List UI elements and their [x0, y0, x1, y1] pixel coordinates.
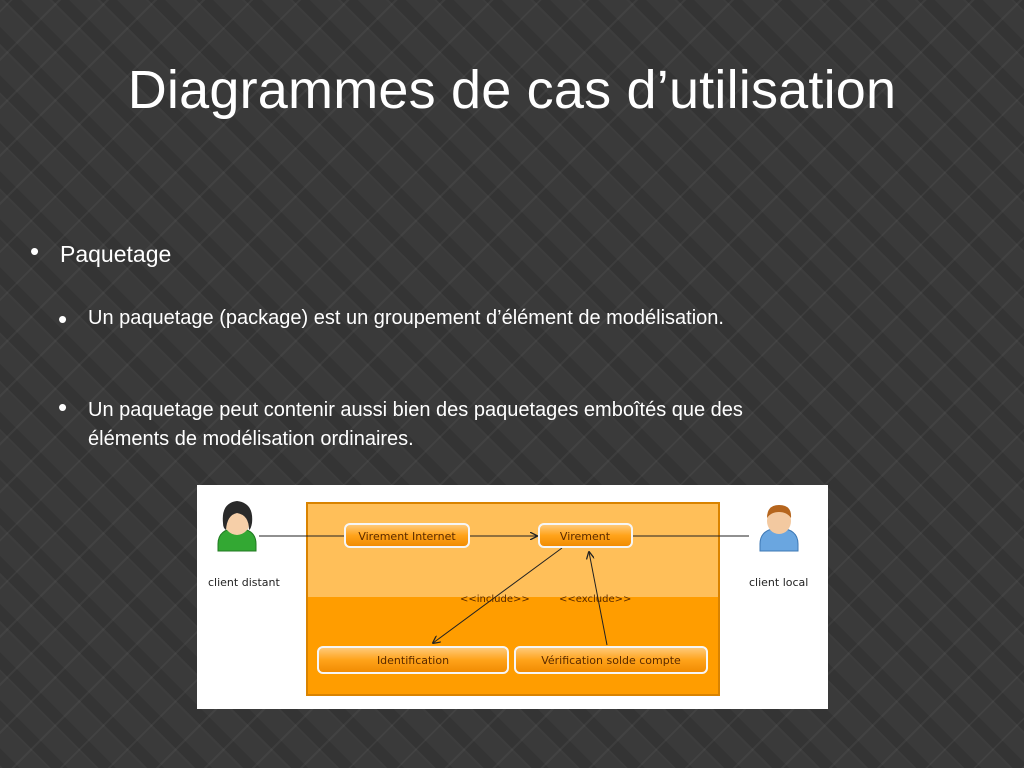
use-case-label: Vérification solde compte [541, 654, 681, 667]
actor-client-distant: client distant [208, 501, 281, 589]
include-arrow [433, 547, 563, 643]
use-case-diagram: client distant client local <<include>> … [197, 485, 828, 709]
actor-client-local: client local [749, 505, 808, 589]
use-case-label: Virement [560, 530, 611, 543]
sub-bullet-nesting: Un paquetage peut contenir aussi bien de… [88, 399, 743, 450]
use-case-identification: Identification [317, 646, 509, 674]
bullet-paquetage: Paquetage [60, 241, 172, 267]
include-label: <<include>> [460, 594, 530, 605]
actor-label-client-local: client local [749, 576, 808, 589]
use-case-virement-internet: Virement Internet [344, 523, 470, 548]
sub-bullet-definition: Un paquetage (package) est un groupement… [88, 307, 724, 329]
person-male-icon [759, 505, 799, 552]
sub-bullet-dot: • [58, 304, 68, 334]
sub-bullet-dot: • [58, 392, 68, 422]
bullet-dot: • [30, 236, 40, 266]
use-case-verification: Vérification solde compte [514, 646, 708, 674]
slide-title: Diagrammes de cas d’utilisation [127, 60, 897, 120]
person-female-icon [217, 501, 257, 552]
actor-label-client-distant: client distant [208, 576, 281, 589]
exclude-arrow [589, 552, 608, 646]
use-case-label: Virement Internet [358, 530, 456, 543]
use-case-diagram-svg: client distant client local <<include>> … [208, 501, 808, 696]
exclude-label: <<exclude>> [559, 594, 631, 605]
use-case-label: Identification [377, 654, 449, 667]
use-case-virement: Virement [538, 523, 633, 548]
